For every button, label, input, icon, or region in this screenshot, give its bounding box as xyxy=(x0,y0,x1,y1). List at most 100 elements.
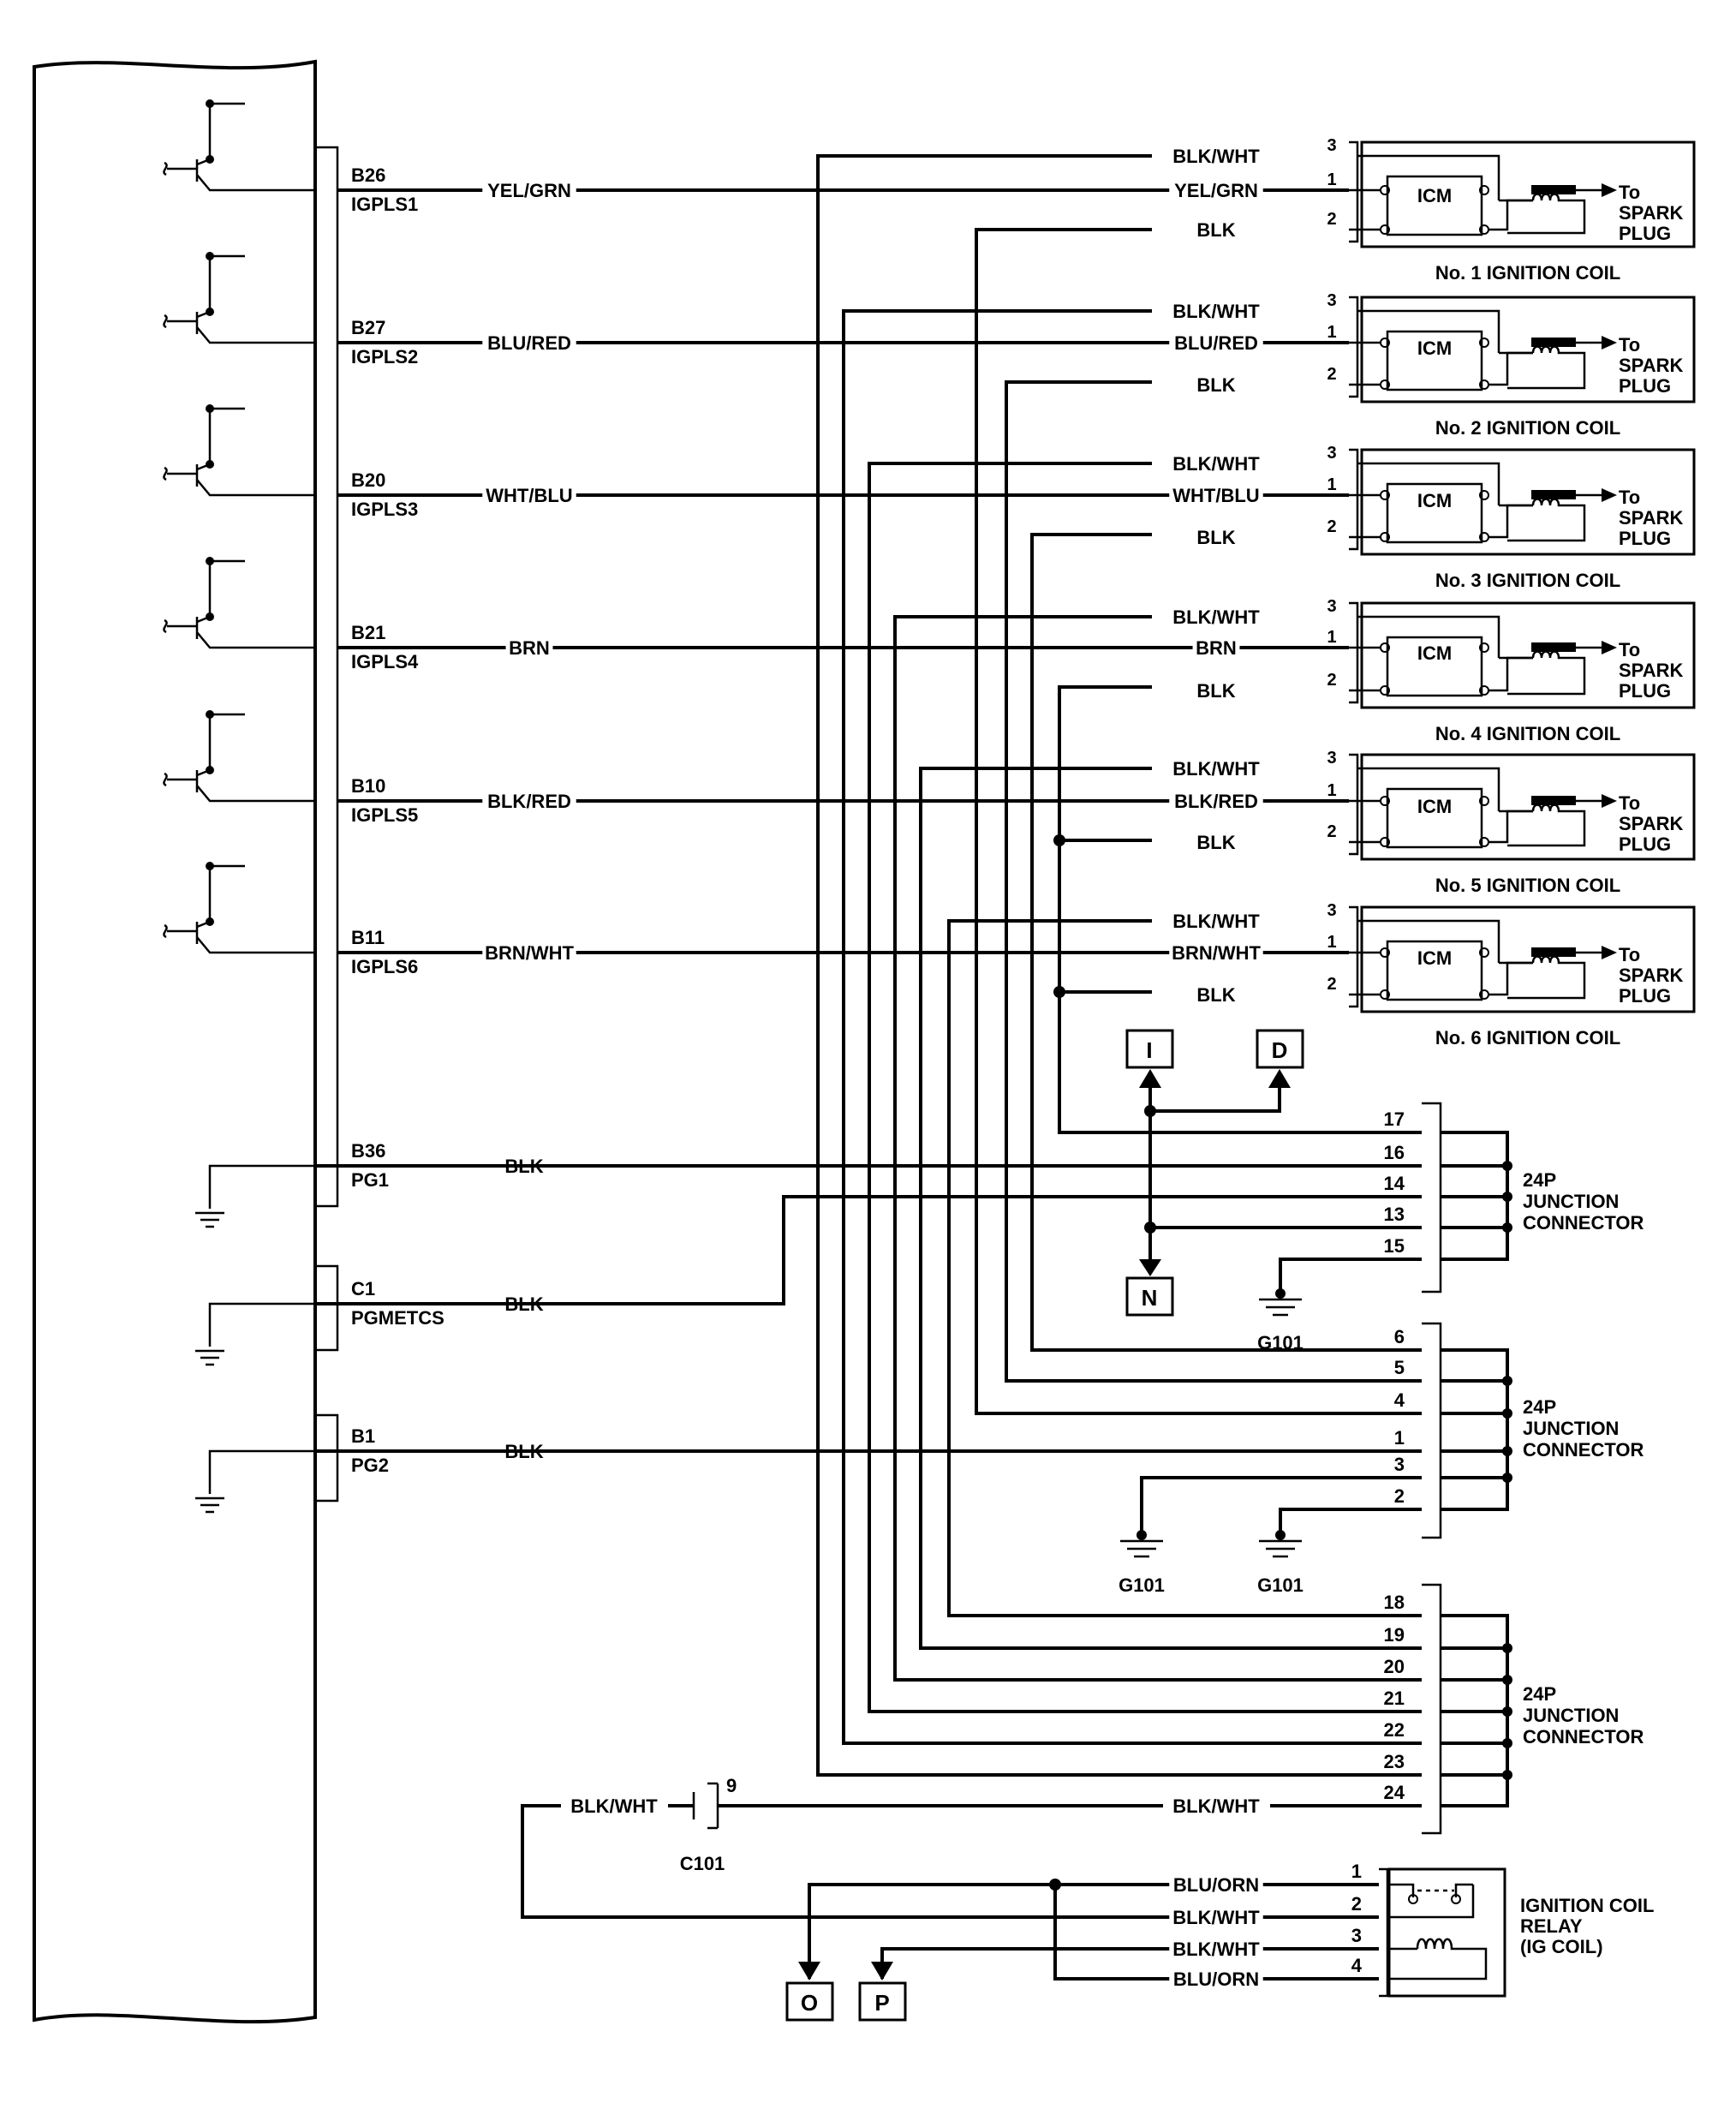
coil-icm-label: ICM xyxy=(1417,185,1452,206)
coil-to-label: To xyxy=(1619,944,1640,965)
svg-text:N: N xyxy=(1142,1285,1158,1311)
coil-icm-label: ICM xyxy=(1417,947,1452,969)
coil-wire3-label: BLK/WHT xyxy=(1172,606,1260,628)
coil-to-label: To xyxy=(1619,487,1640,508)
coil-spark-label: SPARK xyxy=(1619,660,1683,681)
relay-pin-4: 4 xyxy=(1351,1955,1363,1976)
coil-pin-1: 1 xyxy=(1327,933,1336,952)
coil-pin-2: 2 xyxy=(1327,365,1336,384)
coil-pin-3: 3 xyxy=(1327,291,1336,310)
junction-dots xyxy=(1049,834,1156,1891)
coil-wire2-label: BLK xyxy=(1196,219,1235,241)
svg-text:P: P xyxy=(874,1990,889,2016)
arrows xyxy=(798,1069,1291,1981)
coil-spark-label: SPARK xyxy=(1619,202,1683,224)
junction-pin-13: 13 xyxy=(1384,1204,1405,1225)
coil-wire2-label: BLK xyxy=(1196,680,1235,702)
ecm-pin-B26: B26 xyxy=(351,164,385,186)
ecm-signal-IGPLS4: IGPLS4 xyxy=(351,651,419,672)
svg-text:C101: C101 xyxy=(680,1853,725,1874)
coil-wire1-label: WHT/BLU xyxy=(1172,485,1259,506)
junction-pin-18: 18 xyxy=(1384,1592,1405,1613)
svg-text:24P: 24P xyxy=(1523,1169,1556,1191)
svg-text:24P: 24P xyxy=(1523,1683,1556,1705)
coil-pin-1: 1 xyxy=(1327,323,1336,342)
coil-wire3-label: BLK/WHT xyxy=(1172,301,1260,322)
svg-text:RELAY: RELAY xyxy=(1520,1915,1583,1937)
ecm-bracket-b1 xyxy=(315,1413,339,1503)
relay-wire-4: BLU/ORN xyxy=(1173,1969,1259,1990)
svg-text:G101: G101 xyxy=(1257,1332,1303,1353)
ecm-wire-4: BRN xyxy=(509,637,550,659)
coil-name: No. 1 IGNITION COIL xyxy=(1435,262,1620,284)
svg-text:CONNECTOR: CONNECTOR xyxy=(1523,1726,1644,1748)
coil-pin-1: 1 xyxy=(1327,628,1336,647)
coil-pin-2: 2 xyxy=(1327,975,1336,994)
junction-pin-16: 16 xyxy=(1384,1142,1405,1163)
ecm-signal-PGMETCS: PGMETCS xyxy=(351,1307,444,1329)
svg-text:24P: 24P xyxy=(1523,1396,1556,1418)
ecm-wire-5: BLK/RED xyxy=(487,791,571,812)
coil-spark-label: SPARK xyxy=(1619,507,1683,529)
junction-connector-3: 24P JUNCTION CONNECTOR xyxy=(1422,1583,1644,1835)
coil-name: No. 2 IGNITION COIL xyxy=(1435,417,1620,439)
coil-wire3-label: BLK/WHT xyxy=(1172,911,1260,932)
coil-name: No. 4 IGNITION COIL xyxy=(1435,723,1620,744)
coil-wire1-label: YEL/GRN xyxy=(1174,180,1258,201)
ecm-wire-6: BRN/WHT xyxy=(485,942,574,964)
ground-g101-a: G101 xyxy=(1257,1288,1303,1353)
relay-pin-1: 1 xyxy=(1351,1861,1362,1882)
coil-wire1-label: BLK/RED xyxy=(1174,791,1258,812)
ecm-wire-1: YEL/GRN xyxy=(487,180,571,201)
junction-pin-19: 19 xyxy=(1384,1624,1405,1646)
ecm-signal-IGPLS2: IGPLS2 xyxy=(351,346,418,367)
junction-pin-5: 5 xyxy=(1394,1357,1405,1378)
ecm-signal-IGPLS5: IGPLS5 xyxy=(351,804,418,826)
svg-text:9: 9 xyxy=(726,1775,737,1796)
ecm-signal-IGPLS6: IGPLS6 xyxy=(351,956,418,977)
coil-wire1-label: BRN xyxy=(1196,637,1237,659)
junction-pin-21: 21 xyxy=(1384,1688,1405,1709)
ecm-pin-B11: B11 xyxy=(351,927,385,948)
junction-connector-2: 24P JUNCTION CONNECTOR xyxy=(1422,1322,1644,1539)
coil-plug-label: PLUG xyxy=(1619,680,1671,702)
coil-pin-1: 1 xyxy=(1327,781,1336,800)
coil-wire3-label: BLK/WHT xyxy=(1172,146,1260,167)
coil-spark-label: SPARK xyxy=(1619,965,1683,986)
coil-plug-label: PLUG xyxy=(1619,223,1671,244)
c101-connector: 9 C101 BLK/WHT BLK/WHT xyxy=(561,1775,1270,1874)
junction-pin-3: 3 xyxy=(1394,1454,1405,1475)
coil-wire3-label: BLK/WHT xyxy=(1172,758,1260,780)
ecm-signal-PG1: PG1 xyxy=(351,1169,389,1191)
ref-box-n xyxy=(1125,1276,1174,1317)
junction-pin-23: 23 xyxy=(1384,1751,1405,1772)
coil-icm-label: ICM xyxy=(1417,490,1452,511)
ecm-signal-IGPLS3: IGPLS3 xyxy=(351,499,418,520)
ecm-signal-IGPLS1: IGPLS1 xyxy=(351,194,418,215)
coil-wire2-label: BLK xyxy=(1196,832,1235,853)
junction-pin-4: 4 xyxy=(1394,1389,1405,1411)
coil-pin-3: 3 xyxy=(1327,749,1336,768)
svg-text:JUNCTION: JUNCTION xyxy=(1523,1418,1619,1439)
coil-wire3-label: BLK/WHT xyxy=(1172,453,1260,475)
ecm-pin-B36: B36 xyxy=(351,1140,385,1162)
coil-spark-label: SPARK xyxy=(1619,355,1683,376)
coil-wire2-label: BLK xyxy=(1196,374,1235,396)
coil-wire1-label: BLU/RED xyxy=(1174,332,1258,354)
coil-pin-3: 3 xyxy=(1327,136,1336,155)
junction-connector-1: 24P JUNCTION CONNECTOR xyxy=(1422,1102,1644,1293)
ecm-bracket-main xyxy=(315,146,339,1208)
junction-pin-2: 2 xyxy=(1394,1485,1405,1507)
junction-pin-1: 1 xyxy=(1394,1427,1405,1449)
relay-pin-3: 3 xyxy=(1351,1925,1362,1946)
relay-wire-1: BLU/ORN xyxy=(1173,1874,1259,1896)
coil-pin-2: 2 xyxy=(1327,822,1336,841)
svg-text:CONNECTOR: CONNECTOR xyxy=(1523,1212,1644,1234)
ecm-pin-C1: C1 xyxy=(351,1278,375,1299)
ecm-box xyxy=(33,59,317,2024)
